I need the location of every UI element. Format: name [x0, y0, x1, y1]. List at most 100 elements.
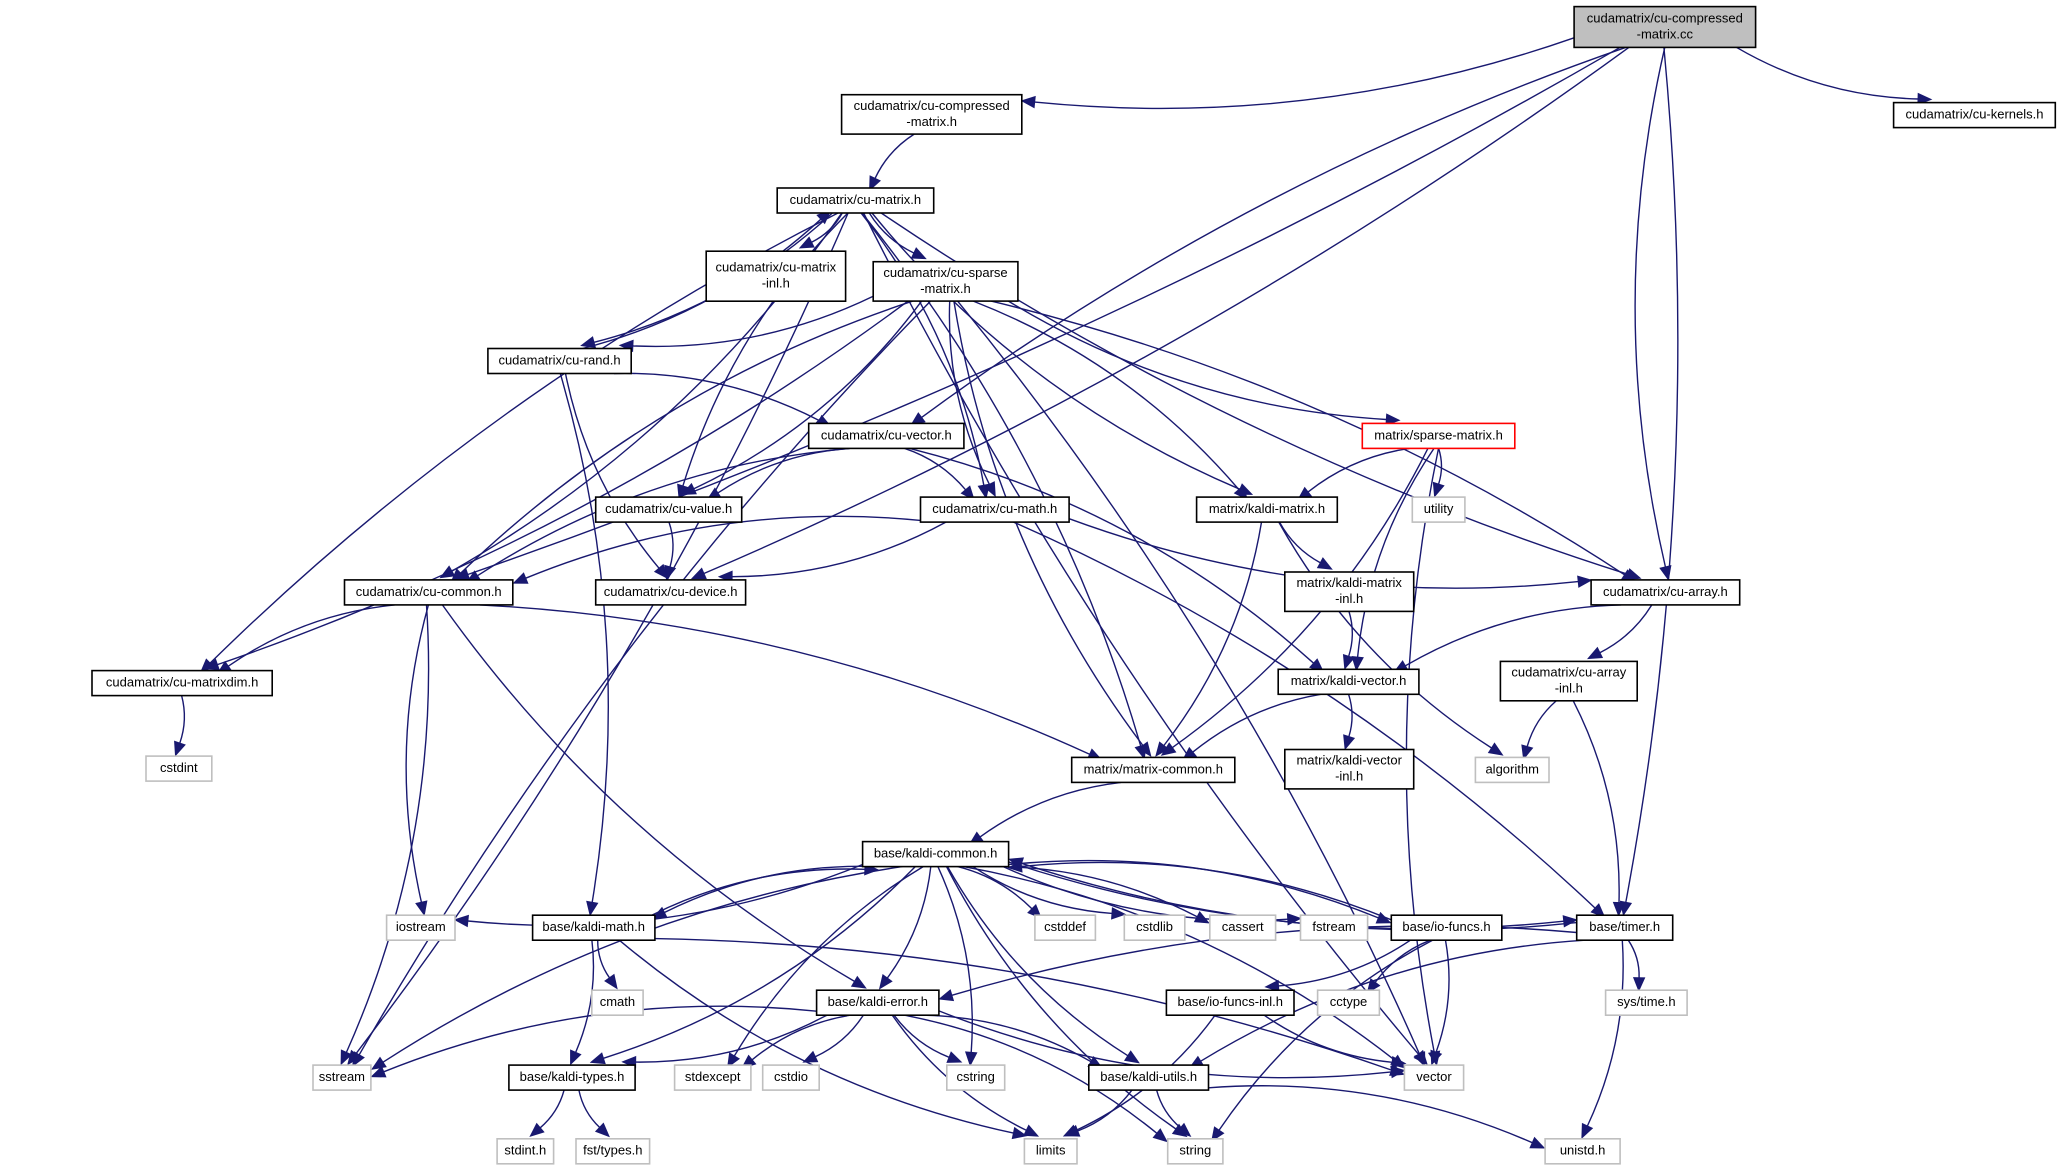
node-label: matrix/kaldi-matrix.h: [1209, 501, 1325, 516]
nodes-layer: cudamatrix/cu-compressed-matrix.cc cudama…: [91, 5, 2057, 1165]
arrowhead-icon: [964, 1051, 978, 1067]
node-cu-matrix-h[interactable]: cudamatrix/cu-matrix.h: [776, 187, 935, 214]
node-label: -inl.h: [1555, 681, 1583, 696]
node-cu-array-h[interactable]: cudamatrix/cu-array.h: [1590, 579, 1741, 606]
node-label: matrix/sparse-matrix.h: [1374, 427, 1503, 442]
node-box: [861, 840, 1010, 868]
arrowhead-icon: [352, 1051, 365, 1068]
node-label: sstream: [319, 1069, 365, 1084]
node-kaldi-utils-h[interactable]: base/kaldi-utils.h: [1088, 1064, 1210, 1091]
node-kaldi-vector-inl-h[interactable]: matrix/kaldi-vector-inl.h: [1284, 748, 1415, 790]
arrowhead-icon: [1632, 977, 1646, 992]
node-label: cstring: [957, 1069, 995, 1084]
node-box: [705, 250, 847, 302]
node-box: [1195, 496, 1339, 523]
edge-line: [575, 940, 595, 1053]
edge-kaldi-math-h-to-kaldi-types-h: [570, 940, 595, 1066]
edge-line: [979, 781, 1122, 838]
node-cstdlib: cstdlib: [1123, 914, 1186, 942]
node-label: cudamatrix/cu-matrix: [715, 260, 836, 275]
node-box: [815, 989, 940, 1017]
node-label: algorithm: [1485, 761, 1538, 776]
edge-kaldi-common-h-to-vector: [963, 865, 1406, 1069]
node-cu-device-h[interactable]: cudamatrix/cu-device.h: [594, 579, 747, 606]
edge-line: [564, 373, 660, 569]
node-root[interactable]: cudamatrix/cu-compressed-matrix.cc: [1573, 5, 1757, 49]
node-label: -matrix.h: [906, 114, 957, 129]
node-kaldi-types-h[interactable]: base/kaldi-types.h: [508, 1064, 636, 1091]
arrowhead-icon: [1193, 910, 1210, 924]
edge-line: [358, 300, 932, 1056]
node-kaldi-error-h[interactable]: base/kaldi-error.h: [815, 989, 940, 1017]
node-sparse-matrix-h[interactable]: matrix/sparse-matrix.h: [1361, 422, 1516, 450]
node-cu-sparse-matrix-h[interactable]: cudamatrix/cu-sparse-matrix.h: [872, 260, 1019, 302]
node-box: [1499, 660, 1639, 702]
edge-line: [1218, 939, 1433, 1131]
edge-root-to-cu-device-h: [690, 46, 1630, 580]
node-box: [1575, 914, 1674, 942]
node-kaldi-matrix-inl-h[interactable]: matrix/kaldi-matrix-inl.h: [1284, 571, 1415, 613]
edge-line: [733, 865, 924, 1057]
edge-line: [815, 1014, 864, 1058]
node-stdexcept: stdexcept: [673, 1064, 752, 1091]
edge-cu-vector-h-to-cu-value-h: [706, 447, 850, 501]
edge-kaldi-common-h-to-kaldi-math-h: [651, 865, 878, 919]
node-cu-value-h[interactable]: cudamatrix/cu-value.h: [594, 496, 743, 523]
node-kaldi-math-h[interactable]: base/kaldi-math.h: [531, 914, 656, 942]
arrowhead-icon: [1430, 1049, 1443, 1066]
edge-line: [1435, 940, 1450, 1053]
edge-line: [1307, 447, 1410, 493]
node-cu-rand-h[interactable]: cudamatrix/cu-rand.h: [487, 347, 632, 375]
node-kaldi-matrix-h[interactable]: matrix/kaldi-matrix.h: [1195, 496, 1339, 523]
edge-kaldi-common-h-to-kaldi-utils-h: [946, 866, 1140, 1064]
arrowhead-icon: [589, 1052, 606, 1065]
node-label: cudamatrix/cu-math.h: [932, 501, 1057, 516]
edge-cu-sparse-matrix-h-to-cu-math-h: [948, 301, 996, 498]
edge-line: [948, 301, 991, 485]
node-cu-matrixdim-h[interactable]: cudamatrix/cu-matrixdim.h: [91, 669, 273, 697]
edge-line: [1634, 47, 1667, 568]
node-label: cstdlib: [1136, 919, 1173, 934]
node-matrix-common-h[interactable]: matrix/matrix-common.h: [1070, 756, 1236, 784]
edge-line: [1572, 700, 1620, 903]
arrowhead-icon: [1390, 1065, 1406, 1079]
edge-io-funcs-h-to-vector: [1430, 940, 1450, 1066]
node-label: cctype: [1330, 994, 1368, 1009]
edge-line: [868, 212, 915, 254]
node-cu-vector-h[interactable]: cudamatrix/cu-vector.h: [807, 422, 965, 450]
node-cu-compressed-matrix-h[interactable]: cudamatrix/cu-compressed-matrix.h: [840, 93, 1023, 135]
edge-timer-h-to-unistd-h: [1581, 940, 1624, 1139]
edge-cu-sparse-matrix-h-to-cu-value-h: [680, 300, 923, 495]
node-cu-math-h[interactable]: cudamatrix/cu-math.h: [919, 496, 1070, 523]
node-cu-common-h[interactable]: cudamatrix/cu-common.h: [343, 579, 514, 606]
edge-line: [1736, 46, 1919, 100]
node-label: base/timer.h: [1589, 919, 1660, 934]
arrowhead-icon: [1264, 979, 1280, 993]
arrowhead-icon: [199, 658, 215, 674]
edge-kaldi-common-h-to-stdexcept: [727, 865, 924, 1069]
arrowhead-icon: [1316, 557, 1333, 570]
node-box: [1165, 989, 1295, 1017]
edge-line: [460, 300, 913, 574]
arrowhead-icon: [1343, 734, 1356, 751]
node-label: cudamatrix/cu-kernels.h: [1906, 107, 2044, 122]
node-box: [1277, 668, 1420, 696]
node-kaldi-vector-h[interactable]: matrix/kaldi-vector.h: [1277, 668, 1420, 696]
node-io-funcs-inl-h[interactable]: base/io-funcs-inl.h: [1165, 989, 1295, 1017]
node-cu-matrix-inl-h[interactable]: cudamatrix/cu-matrix-inl.h: [705, 250, 847, 302]
node-timer-h[interactable]: base/timer.h: [1575, 914, 1674, 942]
edge-line: [904, 1014, 1158, 1134]
node-cu-kernels-h[interactable]: cudamatrix/cu-kernels.h: [1892, 101, 2057, 129]
node-cctype: cctype: [1316, 989, 1381, 1017]
edge-line: [1348, 611, 1354, 657]
node-cu-array-inl-h[interactable]: cudamatrix/cu-array-inl.h: [1499, 660, 1639, 702]
node-box: [1573, 5, 1757, 49]
edge-line: [693, 300, 923, 490]
node-kaldi-common-h[interactable]: base/kaldi-common.h: [861, 840, 1010, 868]
node-io-funcs-h[interactable]: base/io-funcs.h: [1390, 914, 1503, 942]
node-fst-types-h: fst/types.h: [575, 1138, 651, 1165]
node-label: cassert: [1222, 919, 1264, 934]
edge-line: [217, 300, 909, 666]
edge-kaldi-error-h-to-cstring: [893, 1014, 963, 1063]
node-label: cudamatrix/cu-compressed: [854, 98, 1010, 113]
